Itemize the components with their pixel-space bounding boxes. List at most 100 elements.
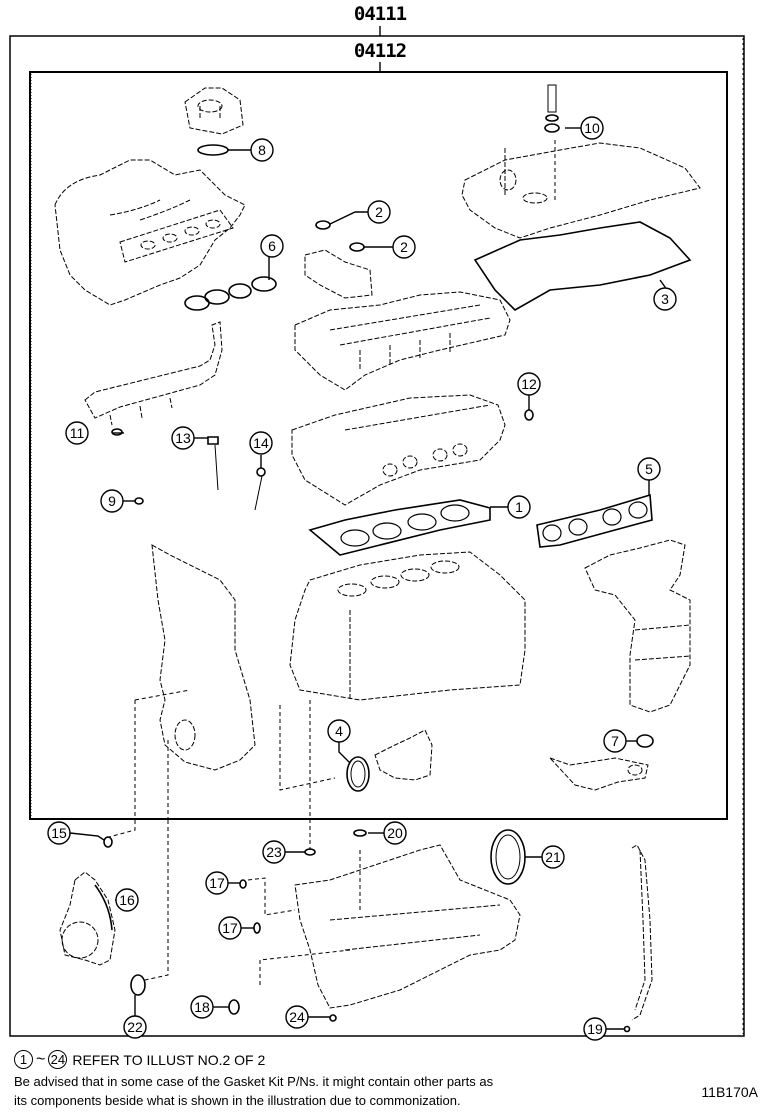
svg-text:13: 13	[175, 430, 191, 446]
svg-text:21: 21	[545, 849, 561, 865]
svg-text:19: 19	[587, 1021, 603, 1037]
callout-6[interactable]: 6	[260, 234, 284, 258]
callout-10[interactable]: 10	[580, 116, 604, 140]
svg-text:6: 6	[268, 238, 276, 254]
part-24-gasket	[329, 1014, 337, 1022]
kit-code-04111: 04111	[353, 3, 407, 25]
outer-frame-04111	[9, 35, 745, 1037]
callout-12[interactable]: 12	[517, 372, 541, 396]
oil-pan-illustration	[294, 844, 521, 1009]
part-13-stem-seal	[207, 436, 219, 445]
callout-2a[interactable]: 2	[367, 200, 391, 224]
callout-24[interactable]: 24	[285, 1005, 309, 1029]
fuel-delivery-pipe-illustration	[84, 321, 223, 426]
part-20-o-ring	[353, 829, 367, 837]
callout-9[interactable]: 9	[100, 489, 124, 513]
callout-3[interactable]: 3	[653, 287, 677, 311]
valves	[214, 444, 263, 511]
part-1-head-gasket	[308, 499, 491, 556]
advisory-line-2: its components beside what is shown in t…	[14, 1093, 461, 1108]
exhaust-pipe-illustration	[549, 757, 649, 791]
part-17-o-ring-a	[239, 879, 247, 889]
timing-chain-cover-illustration	[151, 544, 256, 771]
callout-8[interactable]: 8	[250, 138, 274, 162]
svg-text:3: 3	[661, 291, 669, 307]
inner-frame-04112	[29, 71, 728, 820]
part-5-exhaust-gasket	[536, 493, 653, 548]
part-9-insulator	[134, 497, 144, 505]
svg-text:17: 17	[209, 875, 225, 891]
part-17-o-ring-b	[253, 922, 261, 934]
svg-text:17: 17	[222, 920, 238, 936]
part-15-gasket	[103, 836, 113, 848]
cylinder-head-illustration	[291, 394, 506, 506]
cylinder-block-illustration	[289, 551, 526, 701]
cylinder-head-cover-illustration	[461, 142, 701, 239]
camshaft-housing-illustration	[294, 291, 511, 391]
svg-text:4: 4	[335, 723, 343, 739]
callout-13[interactable]: 13	[171, 426, 195, 450]
callout-18[interactable]: 18	[190, 995, 214, 1019]
callout-11[interactable]: 11	[65, 421, 89, 445]
callout-21[interactable]: 21	[541, 845, 565, 869]
svg-text:2: 2	[375, 204, 383, 220]
callout-5[interactable]: 5	[637, 457, 661, 481]
throttle-body-illustration	[184, 87, 244, 135]
range-start-bubble: 1	[14, 1050, 33, 1069]
part-14-stem-seal	[256, 467, 266, 477]
part-22-oil-seal	[130, 974, 146, 996]
part-18-o-ring	[228, 999, 240, 1015]
intake-manifold-illustration	[54, 159, 246, 306]
water-inlet-illustration	[374, 729, 433, 781]
part-10-washer	[544, 123, 560, 133]
svg-text:15: 15	[51, 825, 67, 841]
part-6-intake-gasket	[184, 276, 277, 311]
callout-1[interactable]: 1	[507, 495, 531, 519]
callout-7[interactable]: 7	[603, 729, 627, 753]
callout-14[interactable]: 14	[249, 431, 273, 455]
callout-17b[interactable]: 17	[218, 916, 242, 940]
callout-17a[interactable]: 17	[205, 871, 229, 895]
svg-text:10: 10	[584, 120, 600, 136]
assembly-dashed-guides	[104, 140, 556, 985]
svg-text:20: 20	[387, 825, 403, 841]
water-pump-illustration	[59, 871, 116, 966]
figure-id: 11B170A	[701, 1084, 758, 1100]
kit-code-04112: 04112	[353, 40, 407, 62]
callout-16[interactable]: 16	[115, 888, 139, 912]
callout-2b[interactable]: 2	[392, 235, 416, 259]
part-19-o-ring	[623, 1025, 631, 1033]
oil-dipstick-guide-illustration	[631, 844, 653, 1021]
svg-text:16: 16	[119, 892, 135, 908]
svg-text:7: 7	[611, 733, 619, 749]
svg-text:24: 24	[289, 1009, 305, 1025]
advisory-line-1: Be advised that in some case of the Gask…	[14, 1074, 494, 1089]
part-2-gasket-b	[349, 242, 365, 252]
cover-bolt	[547, 84, 557, 113]
svg-text:12: 12	[521, 376, 537, 392]
svg-text:11: 11	[70, 425, 85, 441]
part-2-gasket-a	[315, 220, 331, 230]
part-8-gasket	[197, 144, 229, 156]
part-12-gasket	[524, 409, 534, 421]
part-3-head-cover-gasket	[473, 221, 692, 311]
part-4-oil-seal	[346, 756, 370, 792]
callout-15[interactable]: 15	[47, 821, 71, 845]
svg-text:2: 2	[400, 239, 408, 255]
exhaust-manifold-illustration	[584, 539, 691, 713]
part-7-gasket	[636, 734, 654, 748]
refer-text: REFER TO ILLUST NO.2 OF 2	[72, 1051, 266, 1068]
range-end-bubble: 24	[48, 1050, 68, 1069]
part-10-washer-upper	[545, 114, 559, 122]
callout-19[interactable]: 19	[583, 1017, 607, 1041]
svg-text:22: 22	[127, 1019, 143, 1035]
svg-text:18: 18	[194, 999, 210, 1015]
callout-22[interactable]: 22	[123, 1015, 147, 1039]
callout-4[interactable]: 4	[327, 719, 351, 743]
part-16-water-pump-gasket	[94, 884, 113, 931]
callout-20[interactable]: 20	[383, 821, 407, 845]
svg-text:9: 9	[108, 493, 116, 509]
callout-23[interactable]: 23	[262, 840, 286, 864]
svg-text:14: 14	[253, 435, 269, 451]
